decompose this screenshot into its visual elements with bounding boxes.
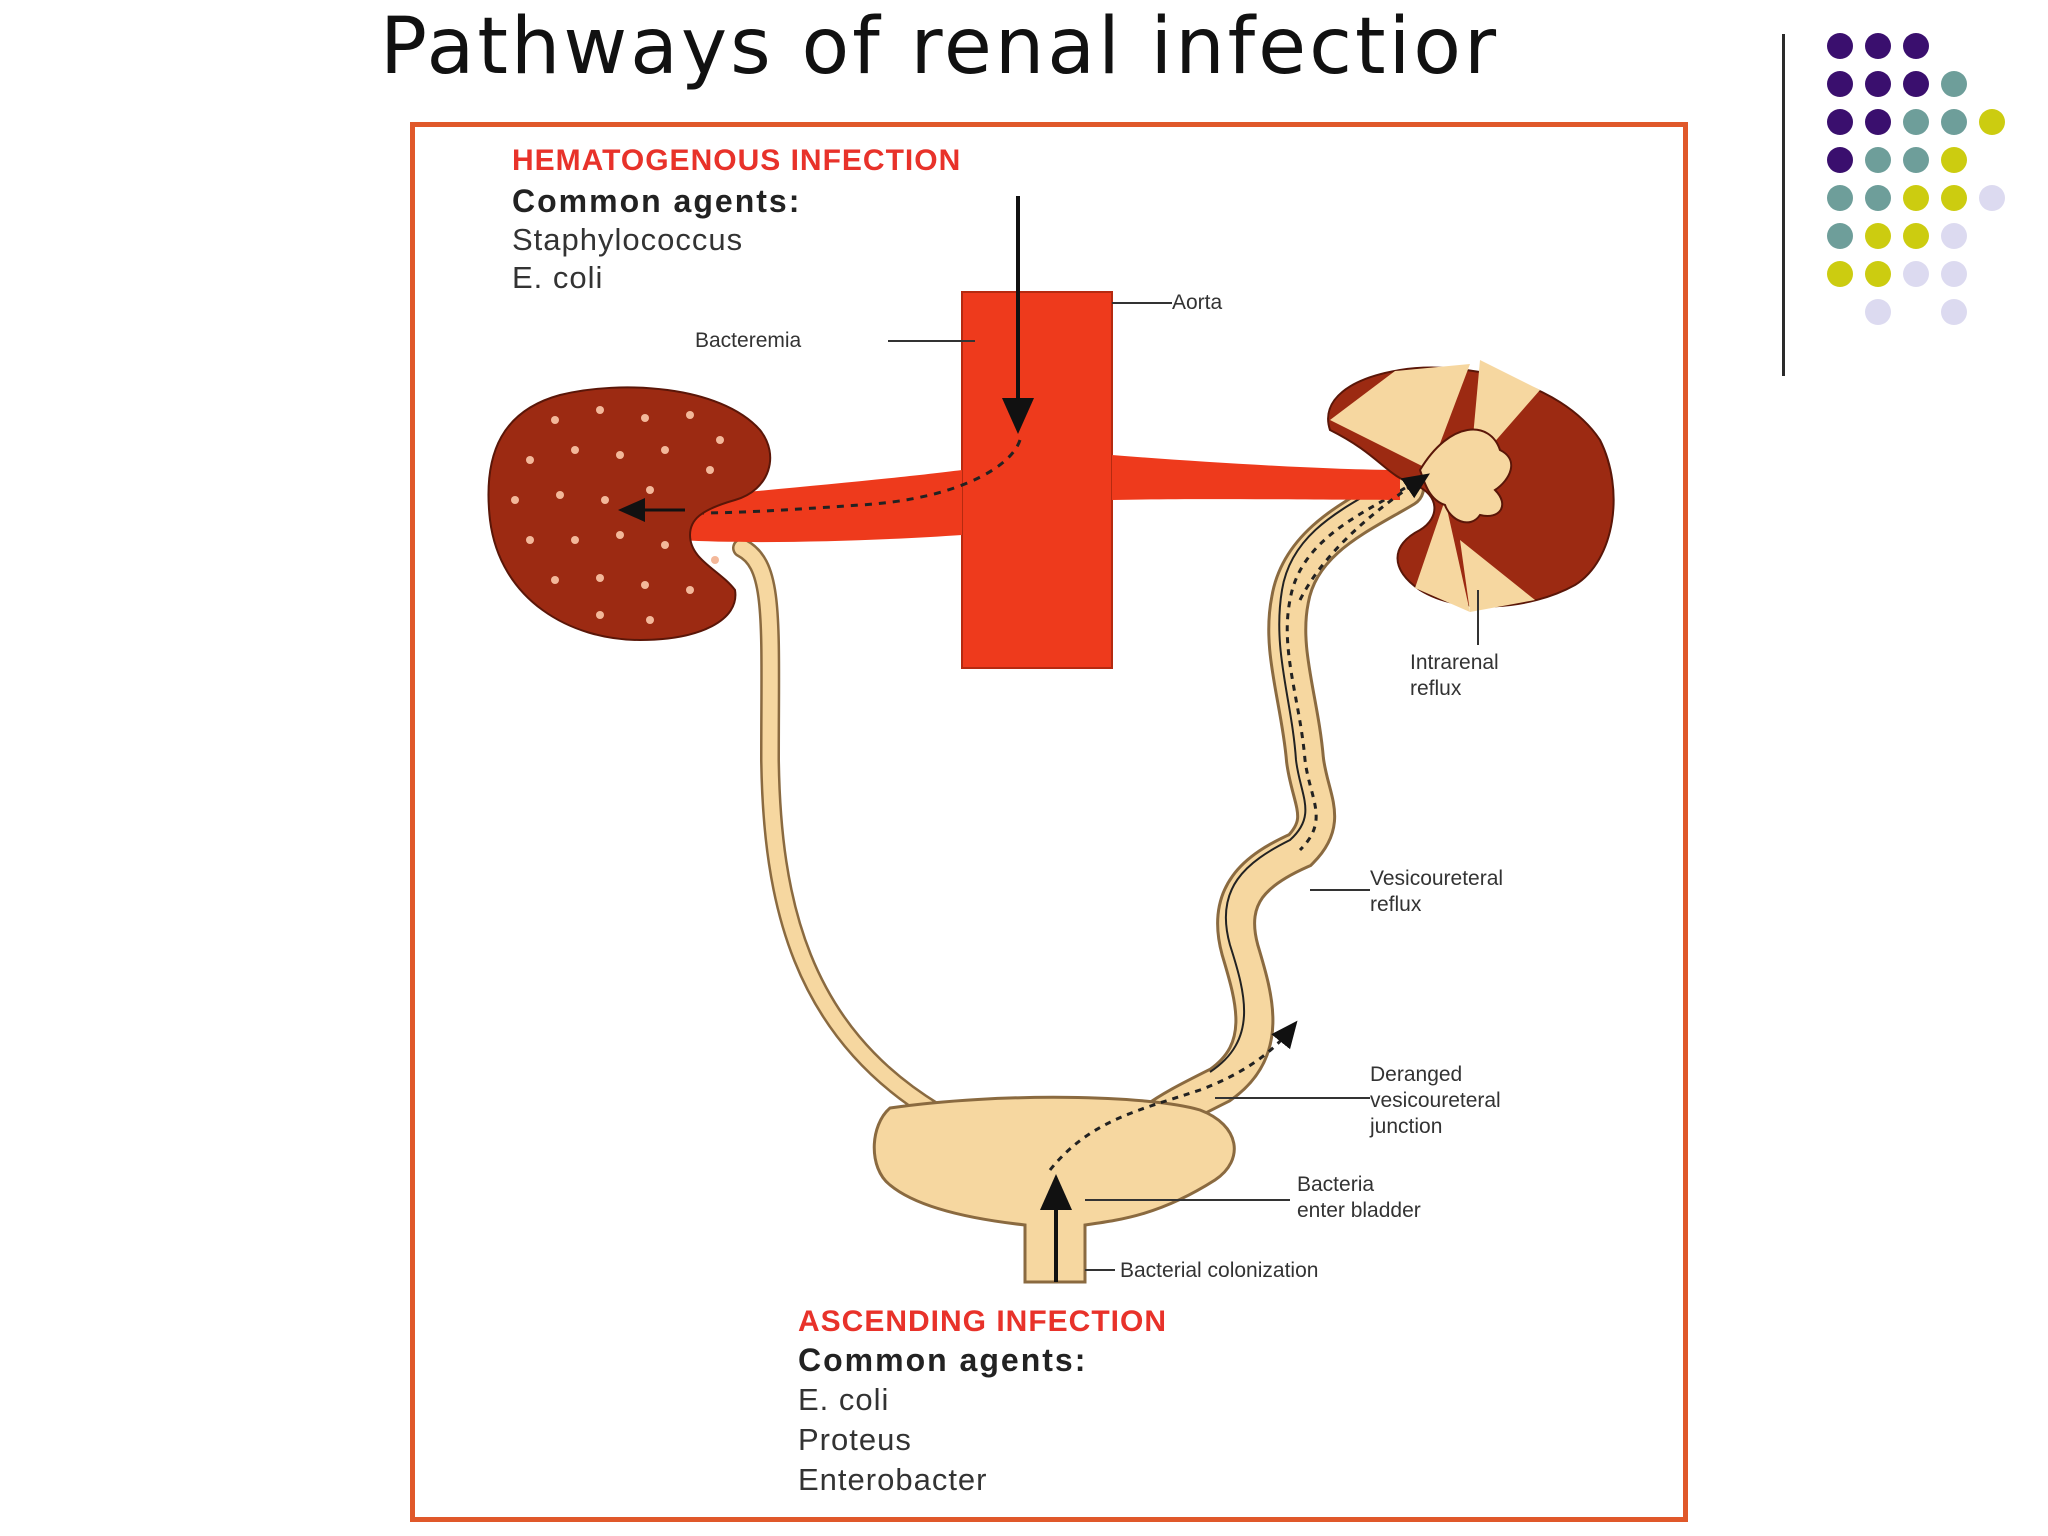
ascending-agent-3: Enterobacter <box>798 1462 988 1497</box>
decorative-dot <box>1827 71 1853 97</box>
decorative-dot <box>1903 33 1929 59</box>
decorative-dot <box>1865 185 1891 211</box>
decorative-dot <box>1903 261 1929 287</box>
decorative-dot <box>1903 185 1929 211</box>
decorative-dot <box>1865 147 1891 173</box>
decorative-dot <box>1941 261 1967 287</box>
decorative-dot <box>1865 299 1891 325</box>
decorative-dot <box>1827 147 1853 173</box>
decorative-dot <box>1941 223 1967 249</box>
label-vesicoureteral-reflux-2: reflux <box>1370 893 1422 916</box>
label-vesicoureteral-reflux-1: Vesicoureteral <box>1370 867 1504 890</box>
leader-lines <box>888 302 1479 1271</box>
left-renal-artery <box>680 470 962 543</box>
label-intrarenal-reflux-2: reflux <box>1410 677 1462 700</box>
decorative-dot <box>1903 71 1929 97</box>
slide-title: Pathways of renal infectior <box>380 2 1500 92</box>
aorta <box>961 291 1113 669</box>
decorative-dot <box>1979 185 2005 211</box>
decorative-dot <box>1903 223 1929 249</box>
decorative-dot <box>1941 147 1967 173</box>
ascending-agents-label: Common agents: <box>798 1342 1088 1378</box>
label-bacteria-enter-bladder-2: enter bladder <box>1297 1199 1421 1222</box>
decorative-dot <box>1865 71 1891 97</box>
decorative-dot <box>1941 109 1967 135</box>
decorative-dot <box>1903 147 1929 173</box>
hematogenous-agent-2: E. coli <box>512 260 604 295</box>
abscess-dots <box>511 406 724 624</box>
label-aorta: Aorta <box>1172 291 1223 314</box>
decorative-dot <box>1903 109 1929 135</box>
right-renal-artery <box>1112 455 1400 500</box>
title-divider <box>1782 34 1785 376</box>
decorative-dot <box>1941 185 1967 211</box>
hematogenous-agent-1: Staphylococcus <box>512 222 744 257</box>
label-bacteria-enter-bladder-1: Bacteria <box>1297 1173 1375 1196</box>
label-deranged-junction-1: Deranged <box>1370 1063 1463 1086</box>
label-bacteremia: Bacteremia <box>695 329 802 352</box>
decorative-dot <box>1865 33 1891 59</box>
decorative-dot <box>1979 109 2005 135</box>
decorative-dot <box>1865 261 1891 287</box>
decorative-dot <box>1941 299 1967 325</box>
ascending-heading: ASCENDING INFECTION <box>798 1305 1168 1338</box>
decorative-dot <box>1827 109 1853 135</box>
label-bacterial-colonization: Bacterial colonization <box>1120 1259 1319 1282</box>
decorative-dot <box>1827 185 1853 211</box>
ascending-agent-2: Proteus <box>798 1422 912 1457</box>
ascending-agent-1: E. coli <box>798 1382 890 1417</box>
decorative-dot <box>1827 33 1853 59</box>
decorative-dot <box>1865 109 1891 135</box>
decorative-dot-grid <box>1827 33 2005 325</box>
decorative-dot <box>1941 71 1967 97</box>
label-deranged-junction-2: vesicoureteral <box>1370 1089 1501 1112</box>
right-kidney <box>1327 360 1615 612</box>
decorative-dot <box>1827 261 1853 287</box>
label-deranged-junction-3: junction <box>1370 1115 1443 1138</box>
decorative-dot <box>1827 223 1853 249</box>
hematogenous-heading: HEMATOGENOUS INFECTION <box>512 144 962 177</box>
hematogenous-agents-label: Common agents: <box>512 183 802 219</box>
decorative-dot <box>1865 223 1891 249</box>
label-intrarenal-reflux-1: Intrarenal <box>1410 651 1499 674</box>
